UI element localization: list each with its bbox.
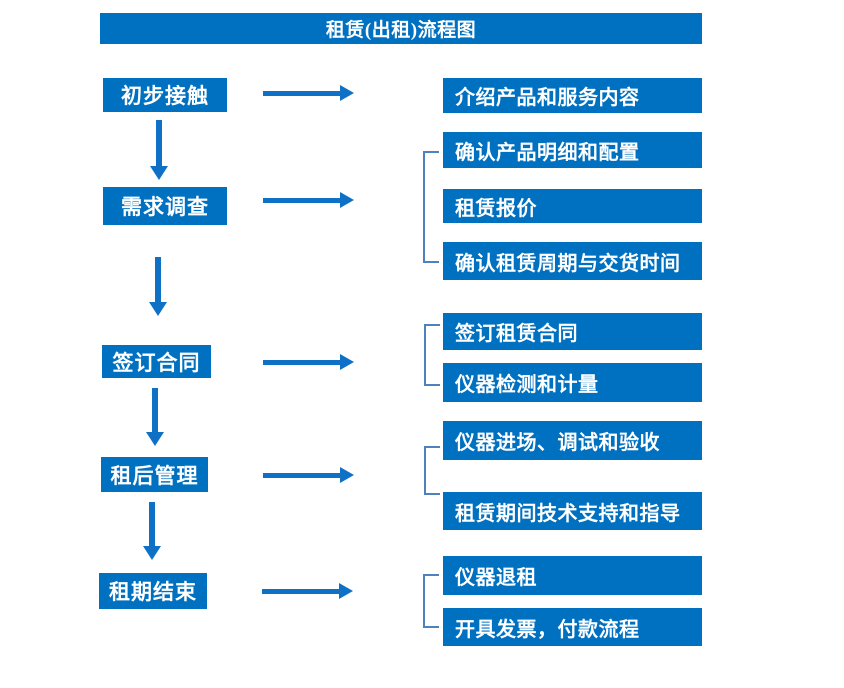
bracket-group-post-rental — [424, 446, 440, 495]
bracket-group-lease-end — [423, 574, 439, 628]
step-box-post-rental-management: 租后管理 — [101, 457, 208, 492]
bracket-group-demand-survey — [423, 151, 439, 263]
detail-box-introduce-products: 介绍产品和服务内容 — [443, 78, 702, 113]
detail-box-instrument-testing: 仪器检测和计量 — [443, 363, 702, 402]
detail-box-instrument-setup-acceptance: 仪器进场、调试和验收 — [443, 421, 702, 460]
detail-box-sign-rental-contract: 签订租赁合同 — [443, 313, 702, 350]
detail-box-technical-support: 租赁期间技术支持和指导 — [443, 492, 702, 530]
step-box-demand-survey: 需求调查 — [103, 187, 227, 225]
bracket-group-sign-contract — [424, 324, 440, 386]
detail-box-instrument-return: 仪器退租 — [443, 556, 702, 595]
page-title: 租赁(出租)流程图 — [325, 20, 477, 41]
step-box-sign-contract: 签订合同 — [102, 345, 211, 378]
title-bar: 租赁(出租)流程图 — [100, 13, 702, 44]
step-box-initial-contact: 初步接触 — [103, 78, 227, 112]
step-box-lease-end: 租期结束 — [99, 573, 207, 609]
detail-box-invoice-payment: 开具发票，付款流程 — [443, 608, 702, 646]
detail-box-confirm-product-config: 确认产品明细和配置 — [443, 132, 702, 168]
detail-box-rental-quote: 租赁报价 — [443, 189, 702, 223]
detail-box-confirm-period-delivery: 确认租赁周期与交货时间 — [443, 242, 702, 280]
